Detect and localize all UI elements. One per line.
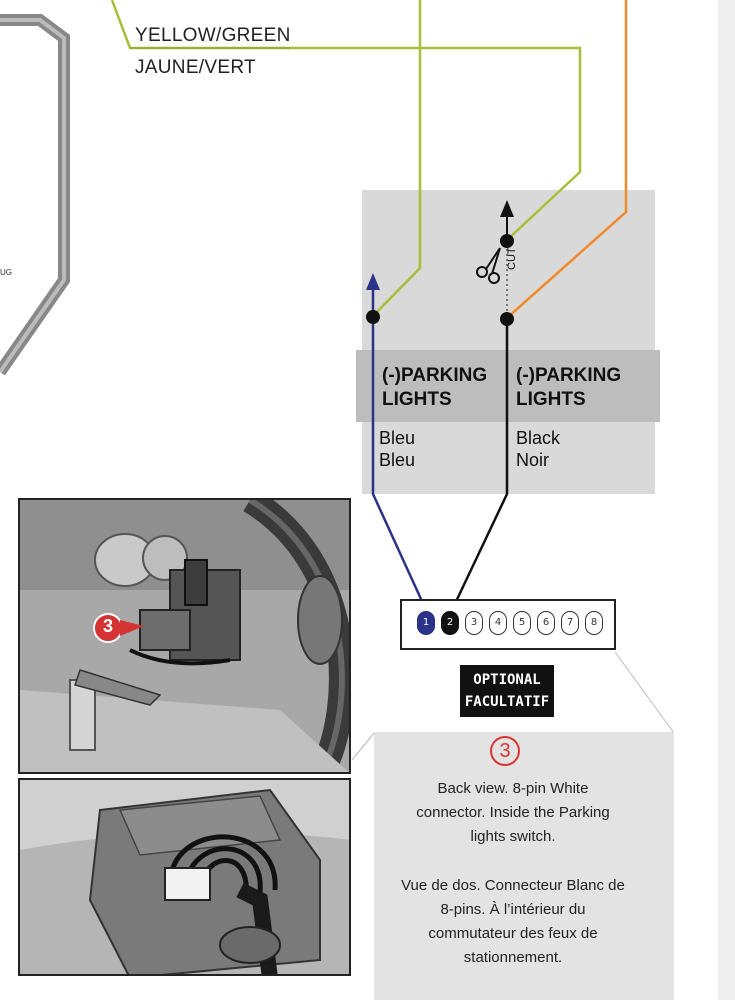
connector-pin-8: 8 <box>585 611 603 635</box>
connector-pin-2: 2 <box>441 611 459 635</box>
cut-arrow-head <box>500 200 514 217</box>
description-fr-line3: commutateur des feux de <box>428 925 598 942</box>
connector-pin-1: 1 <box>417 611 435 635</box>
description-fr: Vue de dos. Connecteur Blanc de 8-pins. … <box>380 874 646 970</box>
callout-line-right <box>614 651 675 734</box>
parking-left-color-en: Bleu <box>379 428 416 448</box>
callout-panel <box>374 732 674 1000</box>
page-edge <box>718 0 735 1000</box>
description-fr-line1: Vue de dos. Connecteur Blanc de <box>401 877 625 894</box>
blue-arrow-head <box>366 273 380 290</box>
optional-badge-line1: OPTIONAL <box>473 672 541 688</box>
photo-callout-marker: 3 <box>102 616 113 636</box>
parking-left-color-fr: Bleu <box>379 450 416 470</box>
housing-outline <box>0 14 70 376</box>
parking-right-title-line1: (-)PARKING <box>516 365 622 386</box>
eight-pin-connector <box>400 599 616 650</box>
description-en: Back view. 8-pin White connector. Inside… <box>380 777 646 849</box>
parking-right-title-line2: LIGHTS <box>516 389 586 410</box>
parking-left-color: Bleu Bleu <box>379 427 415 471</box>
orange-wire <box>506 0 628 319</box>
description-en-line1: Back view. 8-pin White <box>437 780 589 797</box>
connector-pin-6: 6 <box>537 611 555 635</box>
steering-column-photo: 3 <box>18 498 351 774</box>
yellow-green-wire-top <box>110 0 582 241</box>
wire-label-jaune-vert: JAUNE/VERT <box>135 57 256 78</box>
yellow-green-wire-left <box>372 0 422 317</box>
parking-left-title-line2: LIGHTS <box>382 389 452 410</box>
blue-wire <box>371 290 428 611</box>
parking-left-title: (-)PARKING LIGHTS <box>382 364 487 412</box>
optional-badge: OPTIONAL FACULTATIF <box>460 665 554 717</box>
splice-dot-left <box>366 310 380 324</box>
parking-right-title: (-)PARKING LIGHTS <box>516 364 621 412</box>
splice-dot-bottom <box>500 312 514 326</box>
connector-pin-3: 3 <box>465 611 483 635</box>
parking-right-color: Black Noir <box>516 427 560 471</box>
connector-pin-4: 4 <box>489 611 507 635</box>
parking-right-color-fr: Noir <box>516 450 550 470</box>
callout-line-left <box>351 732 375 761</box>
scissors-icon <box>476 247 501 284</box>
steering-column-illustration <box>20 500 349 772</box>
callout-number: 3 <box>490 736 520 766</box>
parking-left-title-line1: (-)PARKING <box>382 365 488 386</box>
cut-label: CUT <box>506 247 518 270</box>
connector-closeup-photo <box>18 778 351 976</box>
black-wire <box>450 318 509 611</box>
description-fr-line4: stationnement. <box>463 949 563 966</box>
description-en-line3: lights switch. <box>470 828 556 845</box>
connector-pin-7: 7 <box>561 611 579 635</box>
parking-right-color-en: Black <box>516 428 561 448</box>
description-fr-line2: 8-pins. À l’intérieur du <box>440 901 586 918</box>
connector-closeup-illustration <box>20 780 349 974</box>
fragment-text: UG <box>0 268 12 277</box>
splice-dot-top <box>500 234 514 248</box>
description-en-line2: connector. Inside the Parking <box>416 804 610 821</box>
wire-label-yellow-green: YELLOW/GREEN <box>135 25 291 46</box>
optional-badge-line2: FACULTATIF <box>464 694 550 710</box>
connector-pin-5: 5 <box>513 611 531 635</box>
